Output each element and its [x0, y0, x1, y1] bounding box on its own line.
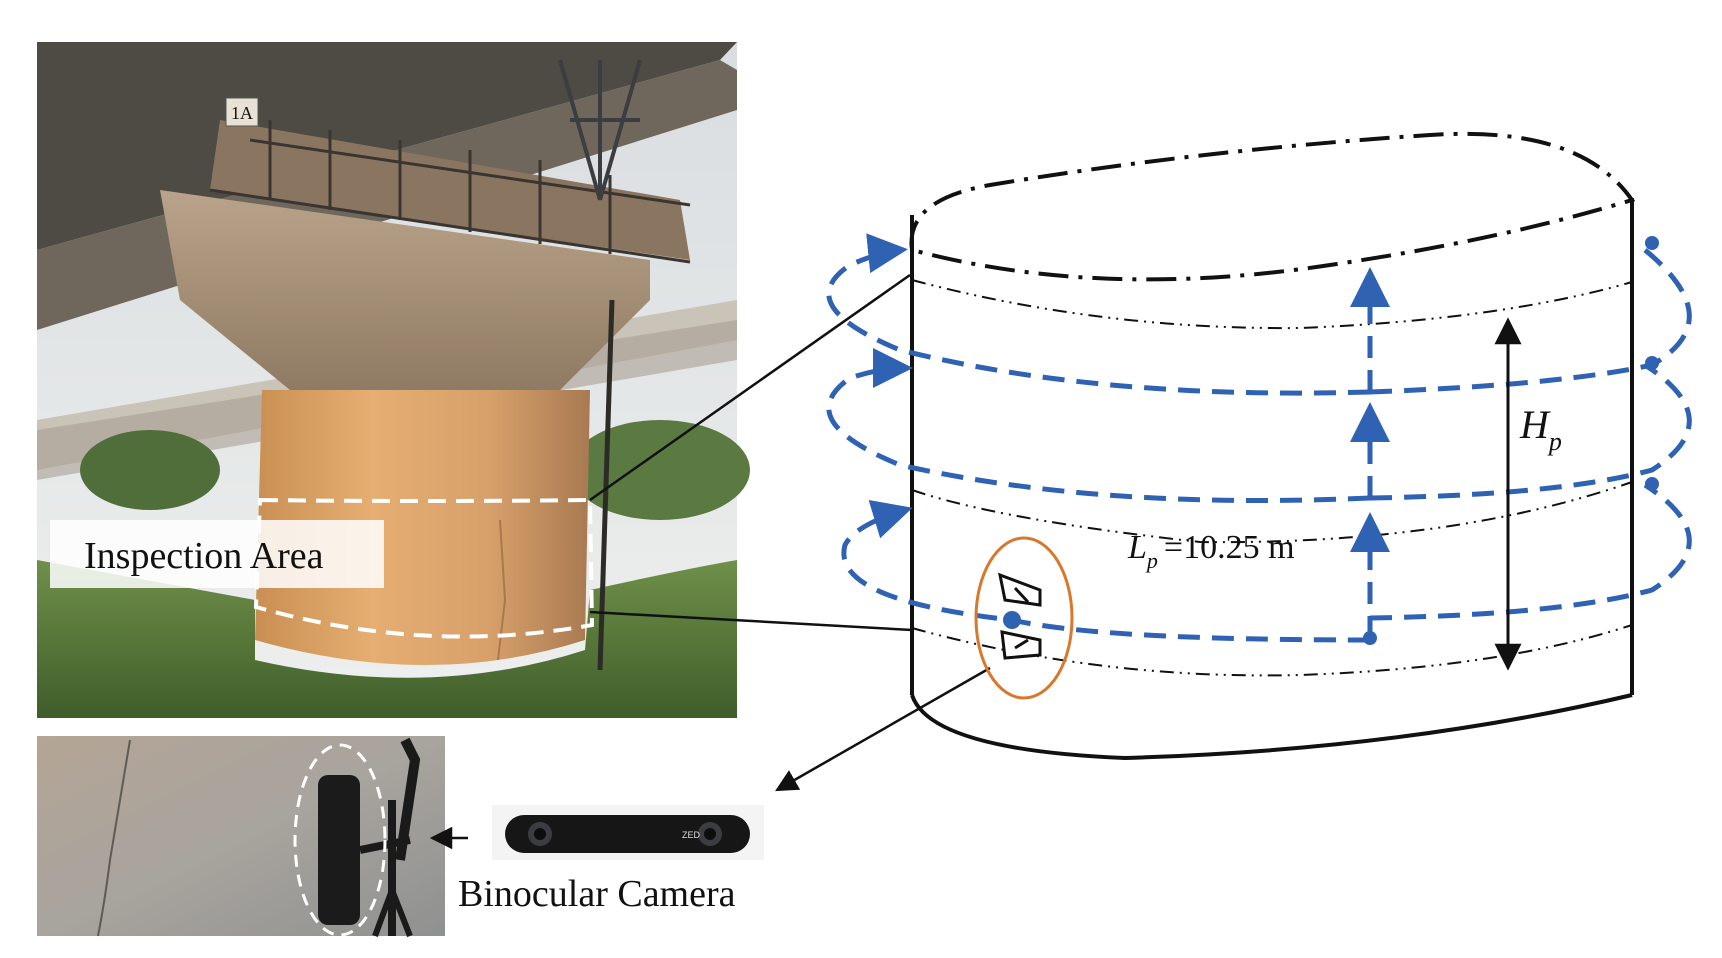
camera-brand-text: ZED	[682, 830, 701, 840]
camera-icon-upper	[997, 572, 1042, 607]
cylinder-top-ellipse	[909, 131, 1636, 282]
length-label: Lp=10.25 m	[1127, 529, 1295, 573]
scan-node-middle	[1645, 356, 1659, 370]
connector-bottom	[589, 610, 913, 632]
camera-ring	[974, 536, 1074, 700]
length-symbol: L	[1127, 529, 1147, 566]
inspection-area-label: Inspection Area	[50, 520, 384, 588]
connector-top	[589, 273, 911, 502]
length-subscript: p	[1145, 548, 1158, 573]
scan-loop-2-right	[1369, 362, 1692, 501]
scan-nodes	[1003, 236, 1659, 645]
level-line-1	[911, 279, 1633, 330]
binocular-camera-label: Binocular Camera	[458, 873, 736, 915]
camera-highlight-ellipse	[293, 743, 387, 937]
scan-loop-3-left	[841, 500, 1371, 643]
inspection-area-outline	[253, 497, 595, 639]
height-symbol: H	[1519, 402, 1551, 447]
bridge-pier-photo: 1A	[37, 42, 750, 718]
scan-loop-2-left	[826, 348, 1371, 504]
scan-node-start	[1363, 631, 1377, 645]
camera-body-photo	[318, 775, 360, 925]
pier-number-plate: 1A	[231, 103, 253, 123]
cylinder-diagram: Hp Lp=10.25 m	[826, 131, 1692, 761]
camera-callout-arrow	[775, 666, 991, 792]
camera-symbol	[974, 536, 1074, 700]
inspection-area-text: Inspection Area	[84, 535, 324, 577]
height-label: Hp	[1519, 402, 1562, 456]
cylinder-bottom-edge	[910, 693, 1633, 761]
height-subscript: p	[1547, 427, 1562, 456]
length-value: =10.25 m	[1164, 529, 1295, 566]
zed-camera-render: ZED	[492, 805, 764, 860]
scan-loop-3-right	[1369, 482, 1692, 621]
wall-camera-photo	[37, 736, 445, 938]
scan-node-lower	[1645, 477, 1659, 491]
scan-node-top	[1645, 236, 1659, 250]
camera-position-node	[1003, 611, 1021, 629]
